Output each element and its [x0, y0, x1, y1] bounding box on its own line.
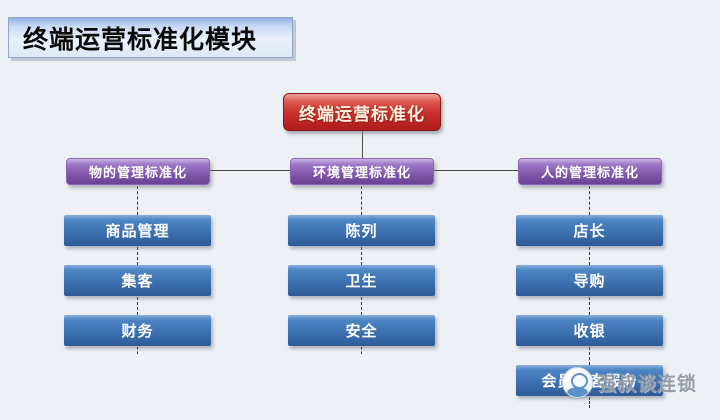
dashed-connector	[137, 186, 138, 215]
dashed-connector	[137, 247, 138, 265]
watermark: 强叔谈连锁	[562, 367, 697, 398]
leaf-node: 财务	[64, 315, 211, 346]
leaf-node: 店长	[516, 215, 663, 246]
dashed-connector	[589, 347, 590, 365]
branch-node-people: 人的管理标准化	[518, 158, 662, 185]
dashed-connector	[137, 347, 138, 354]
dashed-connector	[589, 247, 590, 265]
connector-branch2-branch3	[433, 170, 518, 171]
root-node: 终端运营标准化	[283, 93, 441, 131]
leaf-node: 收银	[516, 315, 663, 346]
dashed-connector	[589, 397, 590, 408]
dashed-connector	[361, 186, 362, 215]
branch-node-environment: 环境管理标准化	[290, 158, 434, 185]
branch-node-things: 物的管理标准化	[66, 158, 210, 185]
dashed-connector	[361, 347, 362, 354]
leaf-node: 陈列	[288, 215, 435, 246]
connector-branch1-branch2	[209, 170, 290, 171]
leaf-node: 商品管理	[64, 215, 211, 246]
watermark-text: 强叔谈连锁	[597, 373, 698, 395]
dashed-connector	[137, 297, 138, 315]
connector-root-to-branches	[362, 130, 363, 158]
person-in-circle-logo-icon	[562, 367, 593, 398]
dashed-connector	[361, 297, 362, 315]
page-title: 终端运营标准化模块	[8, 17, 293, 58]
dashed-connector	[589, 297, 590, 315]
leaf-node: 卫生	[288, 265, 435, 296]
dashed-connector	[361, 247, 362, 265]
leaf-node: 集客	[64, 265, 211, 296]
leaf-node: 安全	[288, 315, 435, 346]
leaf-node: 导购	[516, 265, 663, 296]
dashed-connector	[589, 186, 590, 215]
